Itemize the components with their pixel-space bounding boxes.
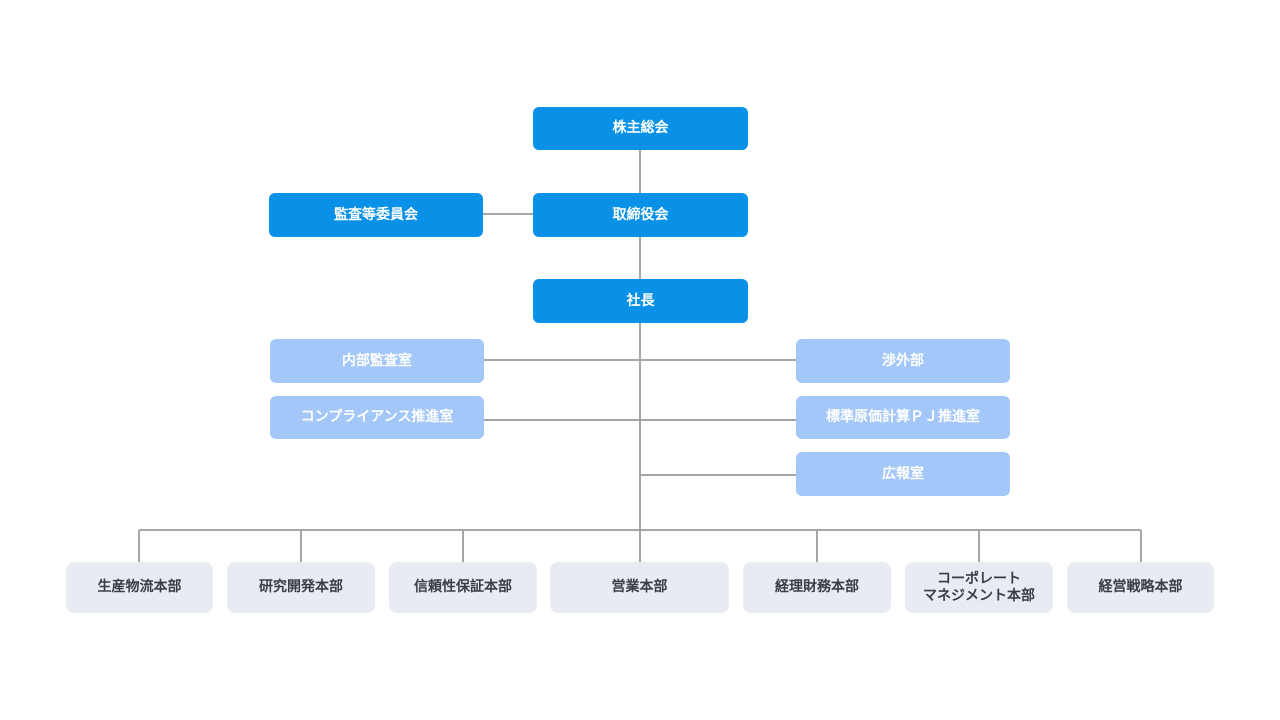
standard-costing-box: 標準原価計算ＰＪ推進室 [796,396,1010,439]
division-label-line1: コーポレート [937,570,1021,587]
president-box: 社長 [533,279,748,323]
division-label: 信頼性保証本部 [414,579,512,595]
audit-committee-box: 監査等委員会 [269,193,483,237]
shareholders-meeting-box: 株主総会 [533,107,748,150]
legal-affairs-box: 渉外部 [796,339,1010,383]
legal-affairs-label: 渉外部 [882,352,924,369]
pr-office-box: 広報室 [796,452,1010,496]
division-box: 研究開発本部 [227,562,375,613]
division-box: 経営戦略本部 [1067,562,1214,613]
pr-office-label: 広報室 [882,465,924,482]
division-box: コーポレート マネジメント本部 [905,562,1053,613]
division-label: 経営戦略本部 [1098,579,1183,595]
internal-audit-label: 内部監査室 [342,352,412,369]
audit-committee-label: 監査等委員会 [334,206,418,223]
division-label-line2: マネジメント本部 [923,587,1035,604]
division-box: 経理財務本部 [743,562,891,613]
board-of-directors-label: 取締役会 [612,206,669,223]
compliance-box: コンプライアンス推進室 [270,396,484,439]
division-label: 研究開発本部 [259,579,343,595]
division-label: 生産物流本部 [97,579,182,595]
compliance-label: コンプライアンス推進室 [300,409,454,425]
division-box: 信頼性保証本部 [389,562,537,613]
division-label: 営業本部 [611,579,668,595]
president-label: 社長 [626,292,655,309]
division-box: 生産物流本部 [66,562,213,613]
board-of-directors-box: 取締役会 [533,193,748,237]
shareholders-meeting-label: 株主総会 [612,120,669,136]
standard-costing-label: 標準原価計算ＰＪ推進室 [826,409,980,425]
division-box: 営業本部 [550,562,729,613]
internal-audit-box: 内部監査室 [270,339,484,383]
division-label: 経理財務本部 [775,579,859,595]
